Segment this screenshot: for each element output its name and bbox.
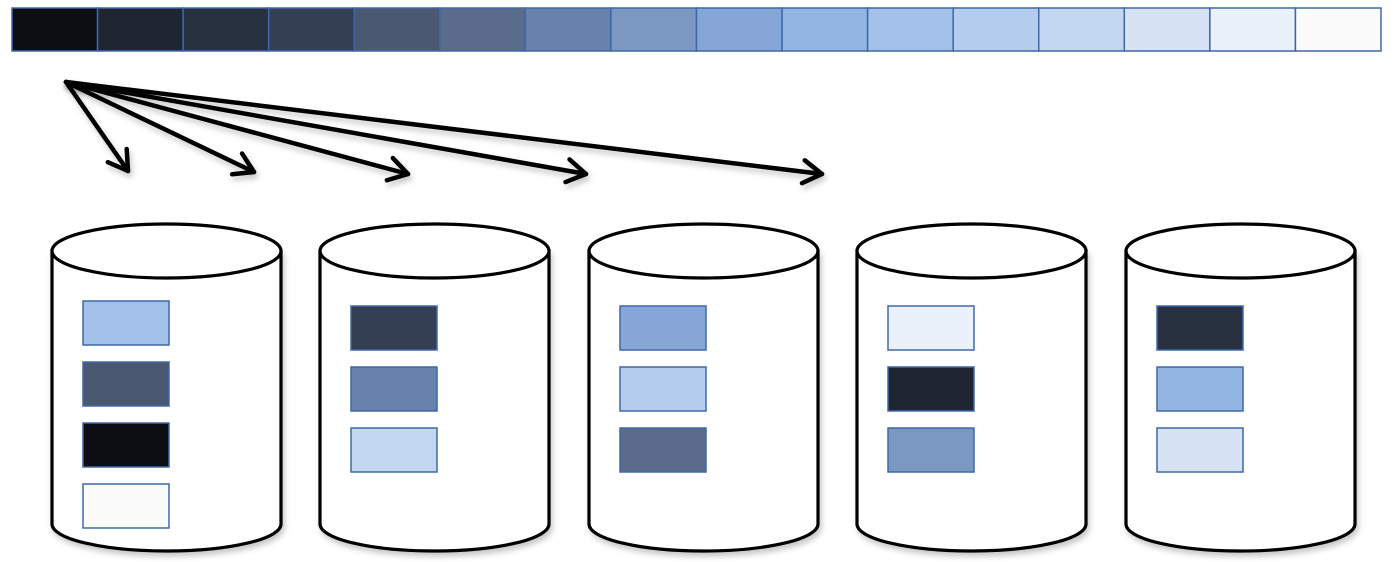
disk-block [1156,427,1244,473]
strip-cell [182,7,270,52]
arrow [63,79,131,174]
disk-top [587,222,820,280]
strip-cell [866,7,954,52]
arrow-head [384,155,411,183]
disk-block [82,361,170,407]
disk [50,222,283,553]
disk-top [855,222,1088,280]
disk-block [350,366,438,412]
strip-cell [1294,7,1382,52]
strip-cell [524,7,612,52]
arrow [63,79,411,183]
arrow-head [563,157,589,185]
arrow [63,79,825,186]
distribution-arrows [63,79,825,186]
disk-block [82,422,170,468]
disk-top [1124,222,1357,280]
disk [587,222,820,553]
storage-disks [50,222,1357,553]
disk-block [619,366,707,412]
strip-cell [610,7,698,52]
disk-block [887,366,975,412]
arrow [63,79,257,177]
disk-block [1156,305,1244,351]
arrow-head [799,158,825,186]
strip-cell [11,7,99,52]
strip-cell [781,7,869,52]
arrow [63,79,589,185]
disk-block [82,300,170,346]
disk-block [887,305,975,351]
disk-top [318,222,551,280]
strip-cell [695,7,783,52]
disk-block [350,427,438,473]
arrow-head [105,146,131,174]
arrow-head [229,151,257,177]
disk-block [1156,366,1244,412]
disk [855,222,1088,553]
source-block-strip [11,7,1382,52]
disk-block [887,427,975,473]
strip-cell [1123,7,1211,52]
disk-block [82,483,170,529]
disk-top [50,222,283,280]
strip-cell [267,7,355,52]
strip-cell [952,7,1040,52]
strip-cell [96,7,184,52]
strip-cell [353,7,441,52]
strip-cell [1209,7,1297,52]
disk [318,222,551,553]
disk [1124,222,1357,553]
strip-cell [1038,7,1126,52]
disk-block [619,427,707,473]
disk-block [350,305,438,351]
disk-block [619,305,707,351]
strip-cell [439,7,527,52]
